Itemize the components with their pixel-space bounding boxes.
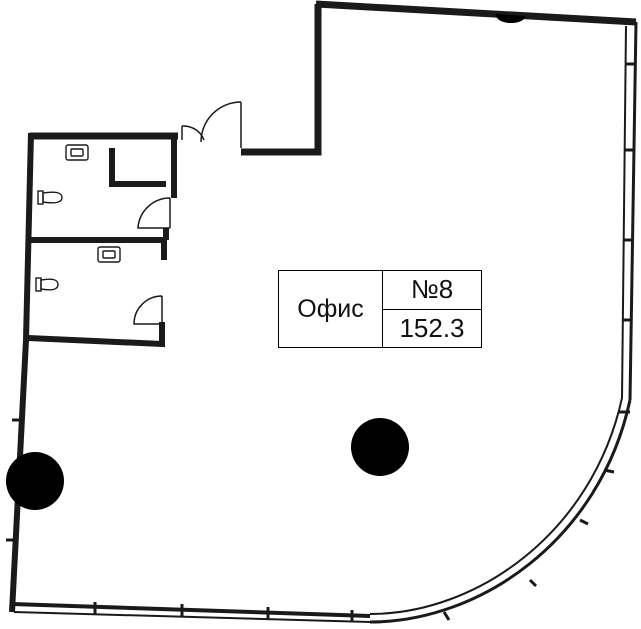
wall-right-inner: [621, 25, 627, 399]
column-center: [351, 418, 409, 476]
wall-top: [315, 0, 637, 26]
storage-wall: [109, 148, 166, 187]
wall-curve-outer: [369, 399, 632, 624]
wall-bottom-inner: [13, 611, 371, 623]
doors: [133, 101, 242, 325]
entrance-door-right: [200, 101, 242, 148]
entrance-door-left: [181, 125, 205, 141]
column-top: [495, 14, 526, 24]
window-mullions: [6, 62, 636, 622]
fixtures: [35, 144, 121, 292]
room-label: Офис №8 152.3: [278, 270, 482, 348]
wc-lower-door: [133, 295, 163, 325]
unit-number: №8: [383, 271, 481, 310]
toilet-lower: [35, 277, 59, 292]
wc-right-wall-lower: [27, 322, 165, 348]
wall-bottom: [11, 602, 371, 618]
columns: [6, 14, 526, 510]
sink-upper: [65, 144, 89, 161]
wall-left: [23, 132, 34, 341]
wall-curve-inner: [369, 397, 623, 615]
wc-upper-door: [137, 197, 171, 229]
wall-right-outer: [628, 21, 638, 401]
room-label-right: №8 152.3: [383, 271, 481, 347]
wall-upper-left: [241, 4, 322, 156]
column-left: [6, 452, 64, 510]
room-area: 152.3: [399, 312, 465, 343]
interior-walls: [27, 136, 177, 348]
room-name: Офис: [279, 271, 383, 347]
sink-lower: [97, 246, 121, 263]
toilet-upper: [37, 190, 63, 205]
